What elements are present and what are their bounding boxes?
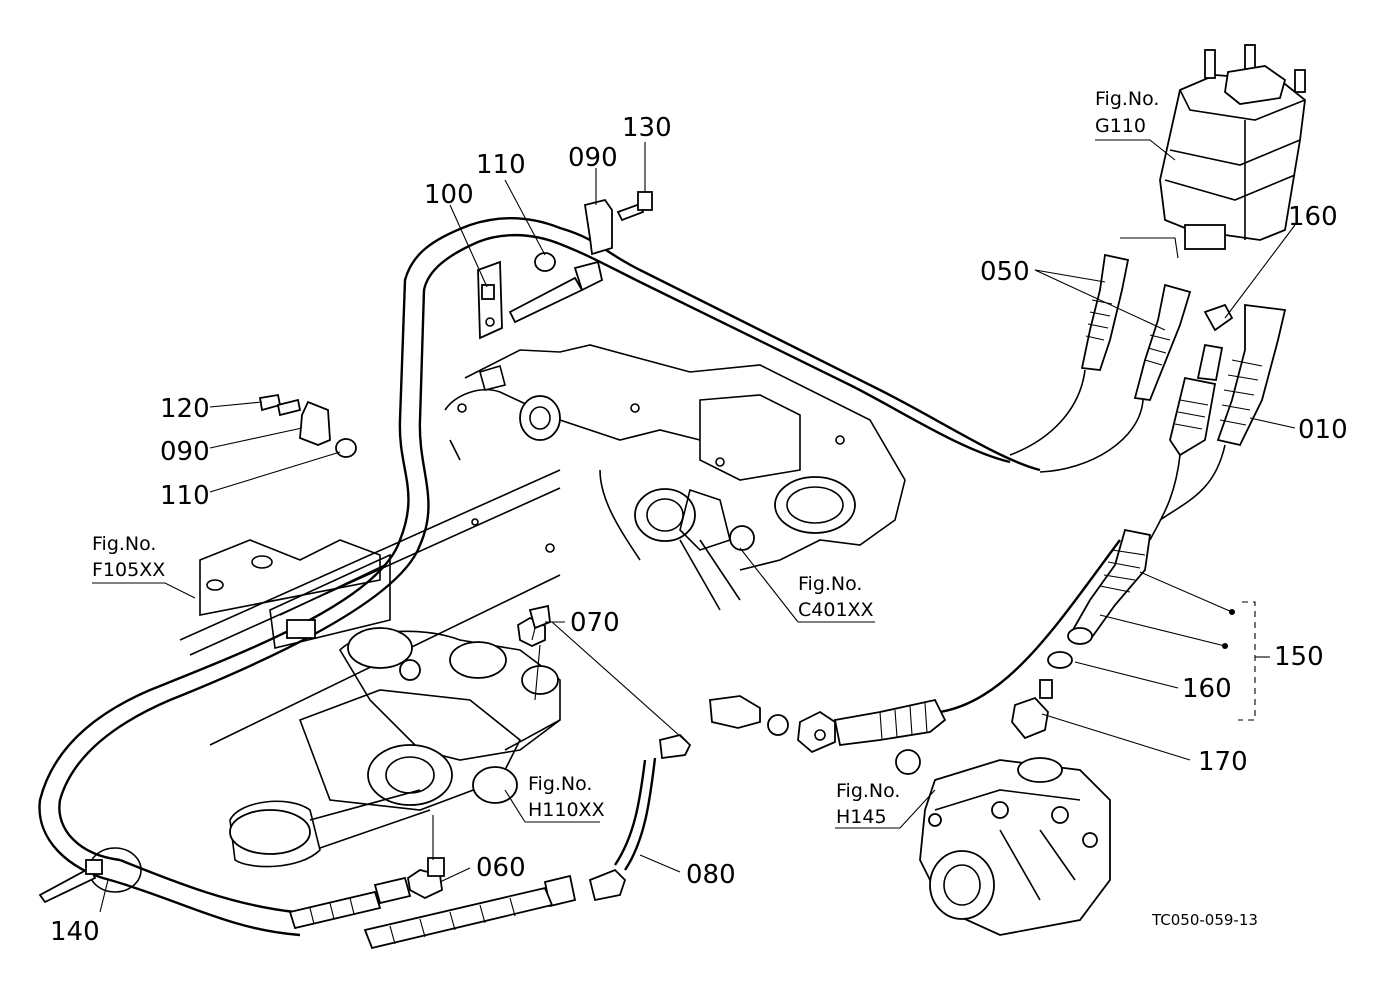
lower-fittings [709, 651, 1073, 775]
bracket-assembly-left [258, 393, 357, 458]
fitting-060 [407, 857, 445, 900]
leader-lines [92, 139, 1296, 913]
callout-labels: 130 110 090 100 160 050 010 120 090 110 … [50, 113, 1348, 947]
hose-150 [1067, 528, 1152, 645]
fig-c401-line1: Fig.No. [798, 573, 862, 595]
fig-g110-line2: G110 [1095, 115, 1146, 137]
figure-references: Fig.No. G110 Fig.No. F105XX Fig.No. C401… [92, 88, 1159, 828]
fig-h110-line1: Fig.No. [528, 773, 592, 795]
drawing-code: TC050-059-13 [1151, 911, 1258, 929]
callout-060: 060 [476, 853, 526, 883]
frame-rails [179, 469, 561, 746]
front-axle [229, 627, 561, 868]
callout-110-left: 110 [160, 481, 210, 511]
hose-080 [363, 734, 692, 950]
fig-g110-line1: Fig.No. [1095, 88, 1159, 110]
callout-110-top: 110 [476, 150, 526, 180]
callout-160-top: 160 [1288, 202, 1338, 232]
callout-170: 170 [1198, 747, 1248, 777]
callout-010: 010 [1298, 415, 1348, 445]
bracket-assembly-top [477, 191, 653, 340]
callout-140: 140 [50, 917, 100, 947]
fig-h145-line1: Fig.No. [836, 780, 900, 802]
fig-f105-line1: Fig.No. [92, 533, 156, 555]
callout-070: 070 [570, 608, 620, 638]
hose-lower-left [288, 876, 412, 930]
hose-050-pair [1080, 253, 1192, 401]
callout-050: 050 [980, 257, 1030, 287]
hydraulic-pump [1159, 44, 1306, 250]
callout-090-left: 090 [160, 437, 210, 467]
steering-valve [919, 757, 1111, 936]
callout-090-top: 090 [568, 143, 618, 173]
pipe-routing [38, 217, 1041, 937]
axle-housing [444, 344, 906, 611]
callout-130: 130 [622, 113, 672, 143]
fitting-070 [517, 604, 551, 647]
callout-100: 100 [424, 180, 474, 210]
hose-010 [1169, 303, 1287, 457]
cable-tie-140 [38, 847, 142, 904]
callout-160-mid: 160 [1182, 674, 1232, 704]
fig-h110-line2: H110XX [528, 799, 605, 821]
callout-150: 150 [1274, 642, 1324, 672]
callout-120: 120 [160, 394, 210, 424]
fig-c401-line2: C401XX [798, 599, 874, 621]
pipes-to-pump [939, 369, 1226, 714]
fig-h145-line2: H145 [836, 806, 887, 828]
callout-080: 080 [686, 860, 736, 890]
fig-f105-line2: F105XX [92, 559, 165, 581]
